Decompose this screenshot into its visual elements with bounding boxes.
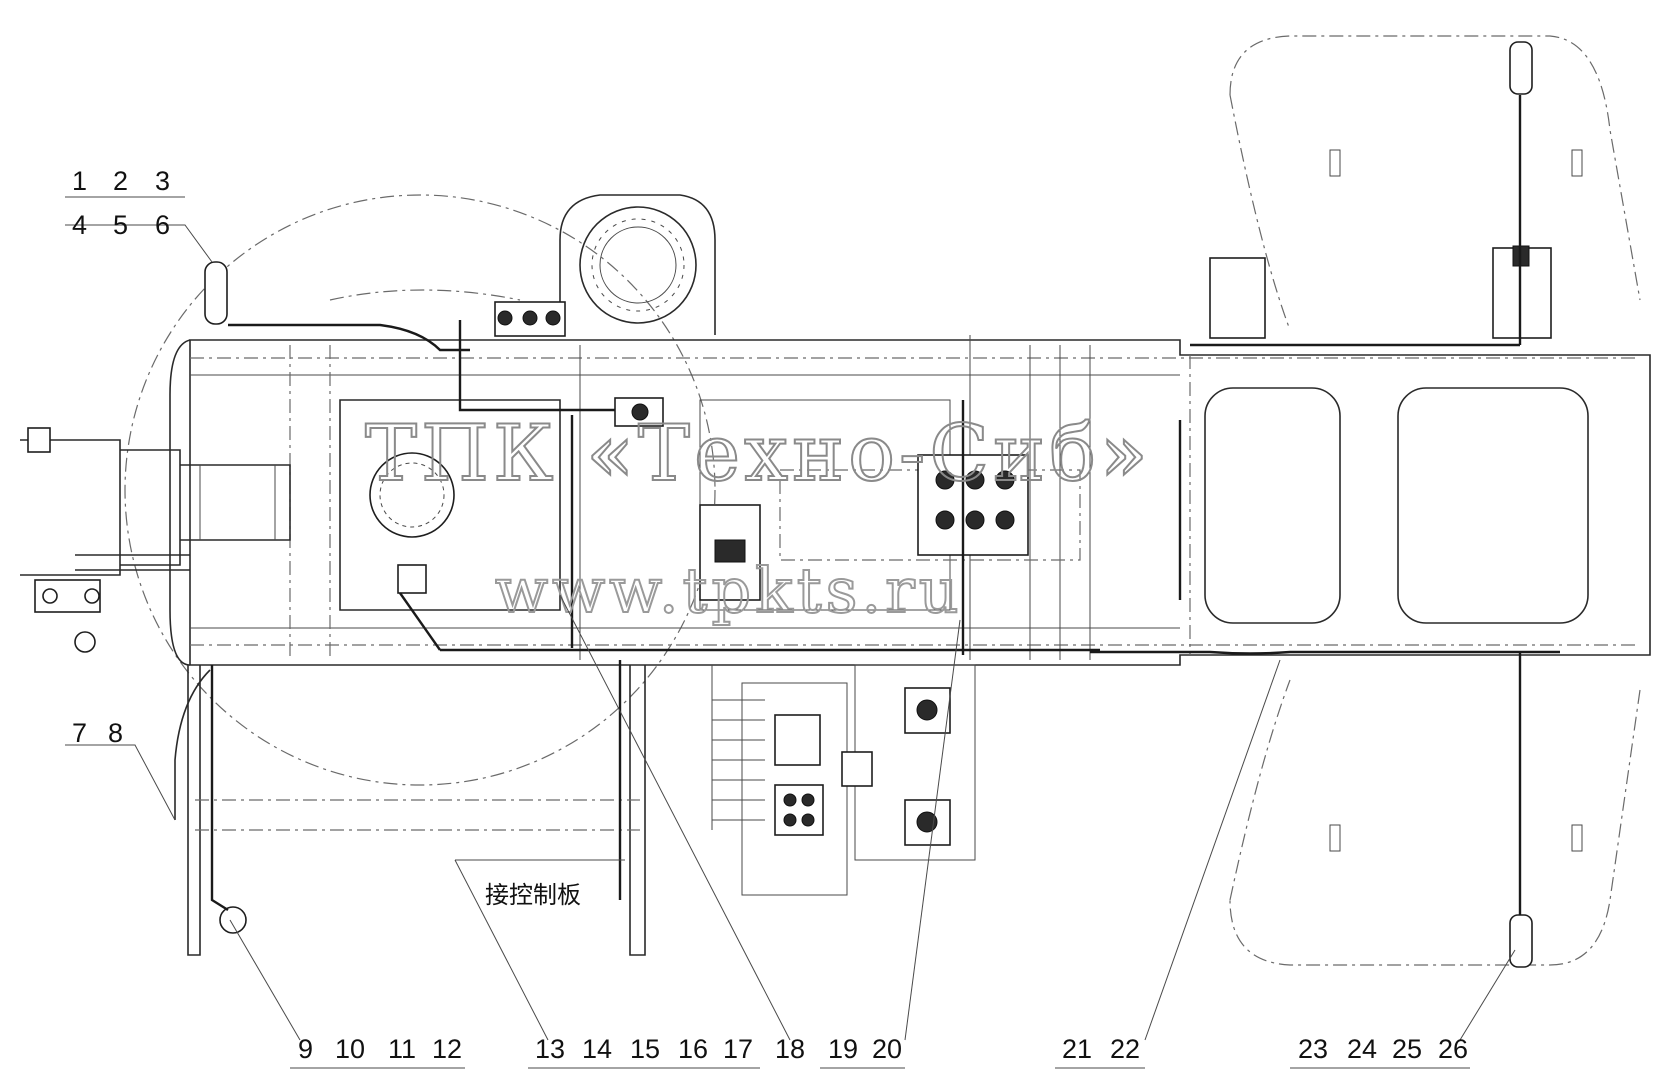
callout-16: 16 [678,1034,708,1064]
control-panel-annotation: 接控制板 [485,881,581,909]
front-end [20,339,291,666]
callout-5: 5 [113,210,128,240]
callout-11: 11 [388,1034,416,1064]
callout-15: 15 [630,1034,660,1064]
callout-1: 1 [72,166,87,196]
callout-18: 18 [775,1034,805,1064]
turntable-sweep [124,194,716,786]
callout-10: 10 [335,1034,365,1064]
callout-23: 23 [1298,1034,1328,1064]
callout-13: 13 [535,1034,565,1064]
callout-25: 25 [1392,1034,1422,1064]
callout-24: 24 [1347,1034,1377,1064]
callout-19: 19 [828,1034,858,1064]
callout-22: 22 [1110,1034,1140,1064]
watermark-company: ТПК «Техно-Сиб» [365,409,1152,499]
callout-14: 14 [582,1034,612,1064]
wire-harness [210,95,1560,915]
callout-26: 26 [1438,1034,1468,1064]
callout-21: 21 [1062,1034,1092,1064]
callout-underlines [65,196,1470,1069]
callout-numbers: 1 2 3 4 5 6 7 8 9 10 11 12 13 14 15 16 1… [72,166,1468,1064]
callout-20: 20 [872,1034,902,1064]
callout-6: 6 [155,210,170,240]
components [204,41,1533,968]
watermark-url: www.tpkts.ru [495,554,963,627]
callout-4: 4 [72,210,87,240]
chassis-frame [189,335,1651,666]
left-outriggers [174,665,646,956]
callout-3: 3 [155,166,170,196]
callout-2: 2 [113,166,128,196]
callout-12: 12 [432,1034,462,1064]
callout-9: 9 [298,1034,313,1064]
callout-17: 17 [723,1034,753,1064]
callout-8: 8 [108,718,123,748]
leader-lines [65,224,1516,1041]
rear-outrigger-area [1204,35,1641,966]
callout-7: 7 [72,718,87,748]
slewing-ring [559,194,716,335]
